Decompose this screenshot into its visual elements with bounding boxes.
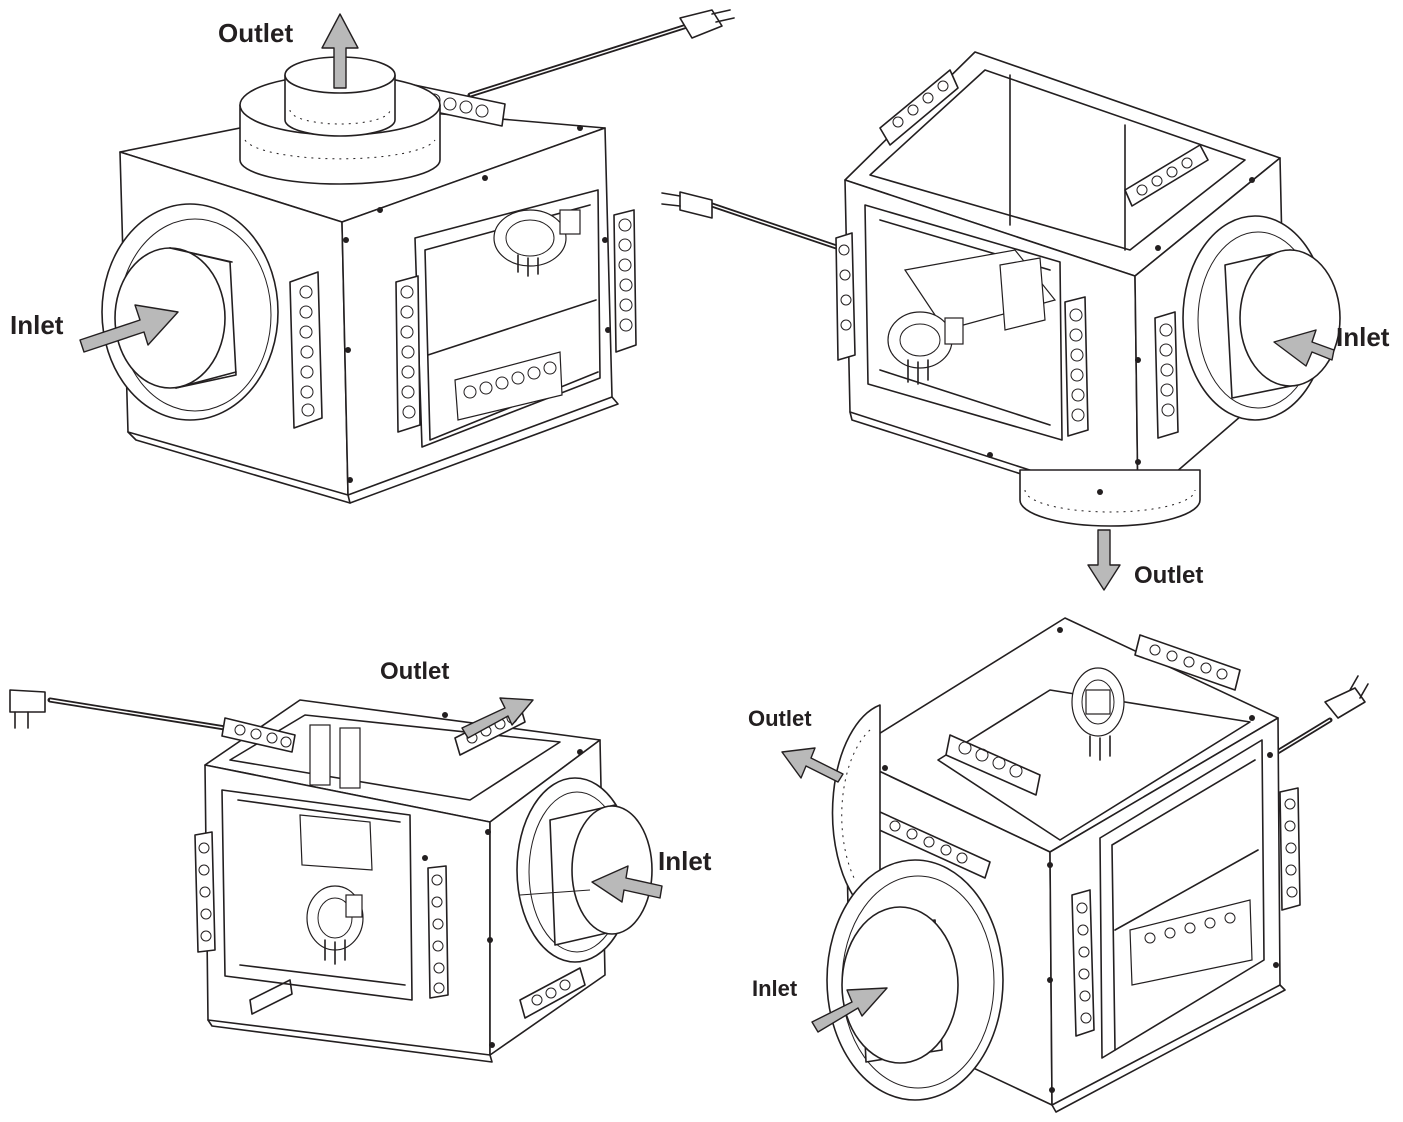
- unit-1-outlet-arrow: [321, 13, 359, 89]
- unit-2-mounting-strip-left: [835, 232, 856, 361]
- unit-2-outlet-label: Outlet: [1134, 562, 1204, 589]
- unit-4-pressure-switch: [1071, 667, 1125, 761]
- unit-3-mounting-strip-front: [427, 865, 449, 999]
- unit-3-mounting-strip-left: [194, 831, 216, 953]
- unit-4-inlet-arrow: [811, 987, 888, 1033]
- unit-3-pressure-switch: [306, 885, 364, 965]
- unit-4-outlet-collar: [831, 704, 881, 906]
- unit-2-mounting-strip-top-right: [1124, 144, 1209, 207]
- unit-2-inlet-label: Inlet: [1336, 322, 1390, 352]
- unit-4-mounting-strip-front-right: [1071, 889, 1095, 1037]
- unit-1-inlet-label: Inlet: [10, 310, 64, 340]
- unit-2-outlet-collar: [1019, 469, 1201, 527]
- unit-4-inlet-collar: [826, 859, 1004, 1101]
- unit-4-outlet-arrow: [781, 747, 844, 783]
- unit-1-pressure-switch: [493, 209, 581, 277]
- unit-4-mounting-strip-top: [1134, 634, 1241, 691]
- unit-4-mounting-strip-inner: [945, 734, 1041, 796]
- unit-4-inlet-label: Inlet: [752, 976, 798, 1001]
- unit-4-outlet-label: Outlet: [748, 706, 812, 731]
- unit-4-mounting-strip-side: [1279, 787, 1301, 911]
- unit-3-outlet-label: Outlet: [380, 658, 450, 685]
- unit-1-inlet-collar: [101, 203, 279, 421]
- unit-1-top-left: [79, 9, 735, 504]
- unit-3-inlet-collar: [516, 777, 653, 963]
- unit-2-pressure-switch: [887, 311, 964, 385]
- unit-2-inlet-collar: [1182, 215, 1341, 421]
- unit-1-inlet-arrow: [79, 304, 179, 353]
- unit-1-power-cord: [467, 9, 735, 98]
- unit-1-mounting-strip-side-right: [613, 209, 637, 353]
- unit-3-inlet-arrow: [591, 865, 663, 903]
- unit-2-mounting-strip-top-left: [879, 69, 959, 146]
- unit-4-bottom-right: [781, 617, 1369, 1113]
- unit-2-outlet-arrow: [1087, 529, 1121, 591]
- unit-3-mounting-strip-top-left: [221, 717, 296, 753]
- unit-2-mounting-strip-front: [1064, 296, 1089, 437]
- unit-2-top-right: [661, 51, 1341, 591]
- unit-3-bottom-left: [9, 689, 663, 1063]
- unit-2-inlet-arrow: [1273, 329, 1335, 367]
- unit-3-mounting-strip-bottom: [519, 967, 586, 1019]
- unit-1-mounting-strip-front: [289, 271, 323, 429]
- unit-1-outlet-label: Outlet: [218, 18, 294, 48]
- unit-3-inlet-label: Inlet: [658, 846, 712, 876]
- unit-2-mounting-strip-side: [1154, 311, 1179, 439]
- unit-1-mounting-strip-side-left: [395, 275, 421, 433]
- unit-3-outlet-arrow: [461, 697, 534, 739]
